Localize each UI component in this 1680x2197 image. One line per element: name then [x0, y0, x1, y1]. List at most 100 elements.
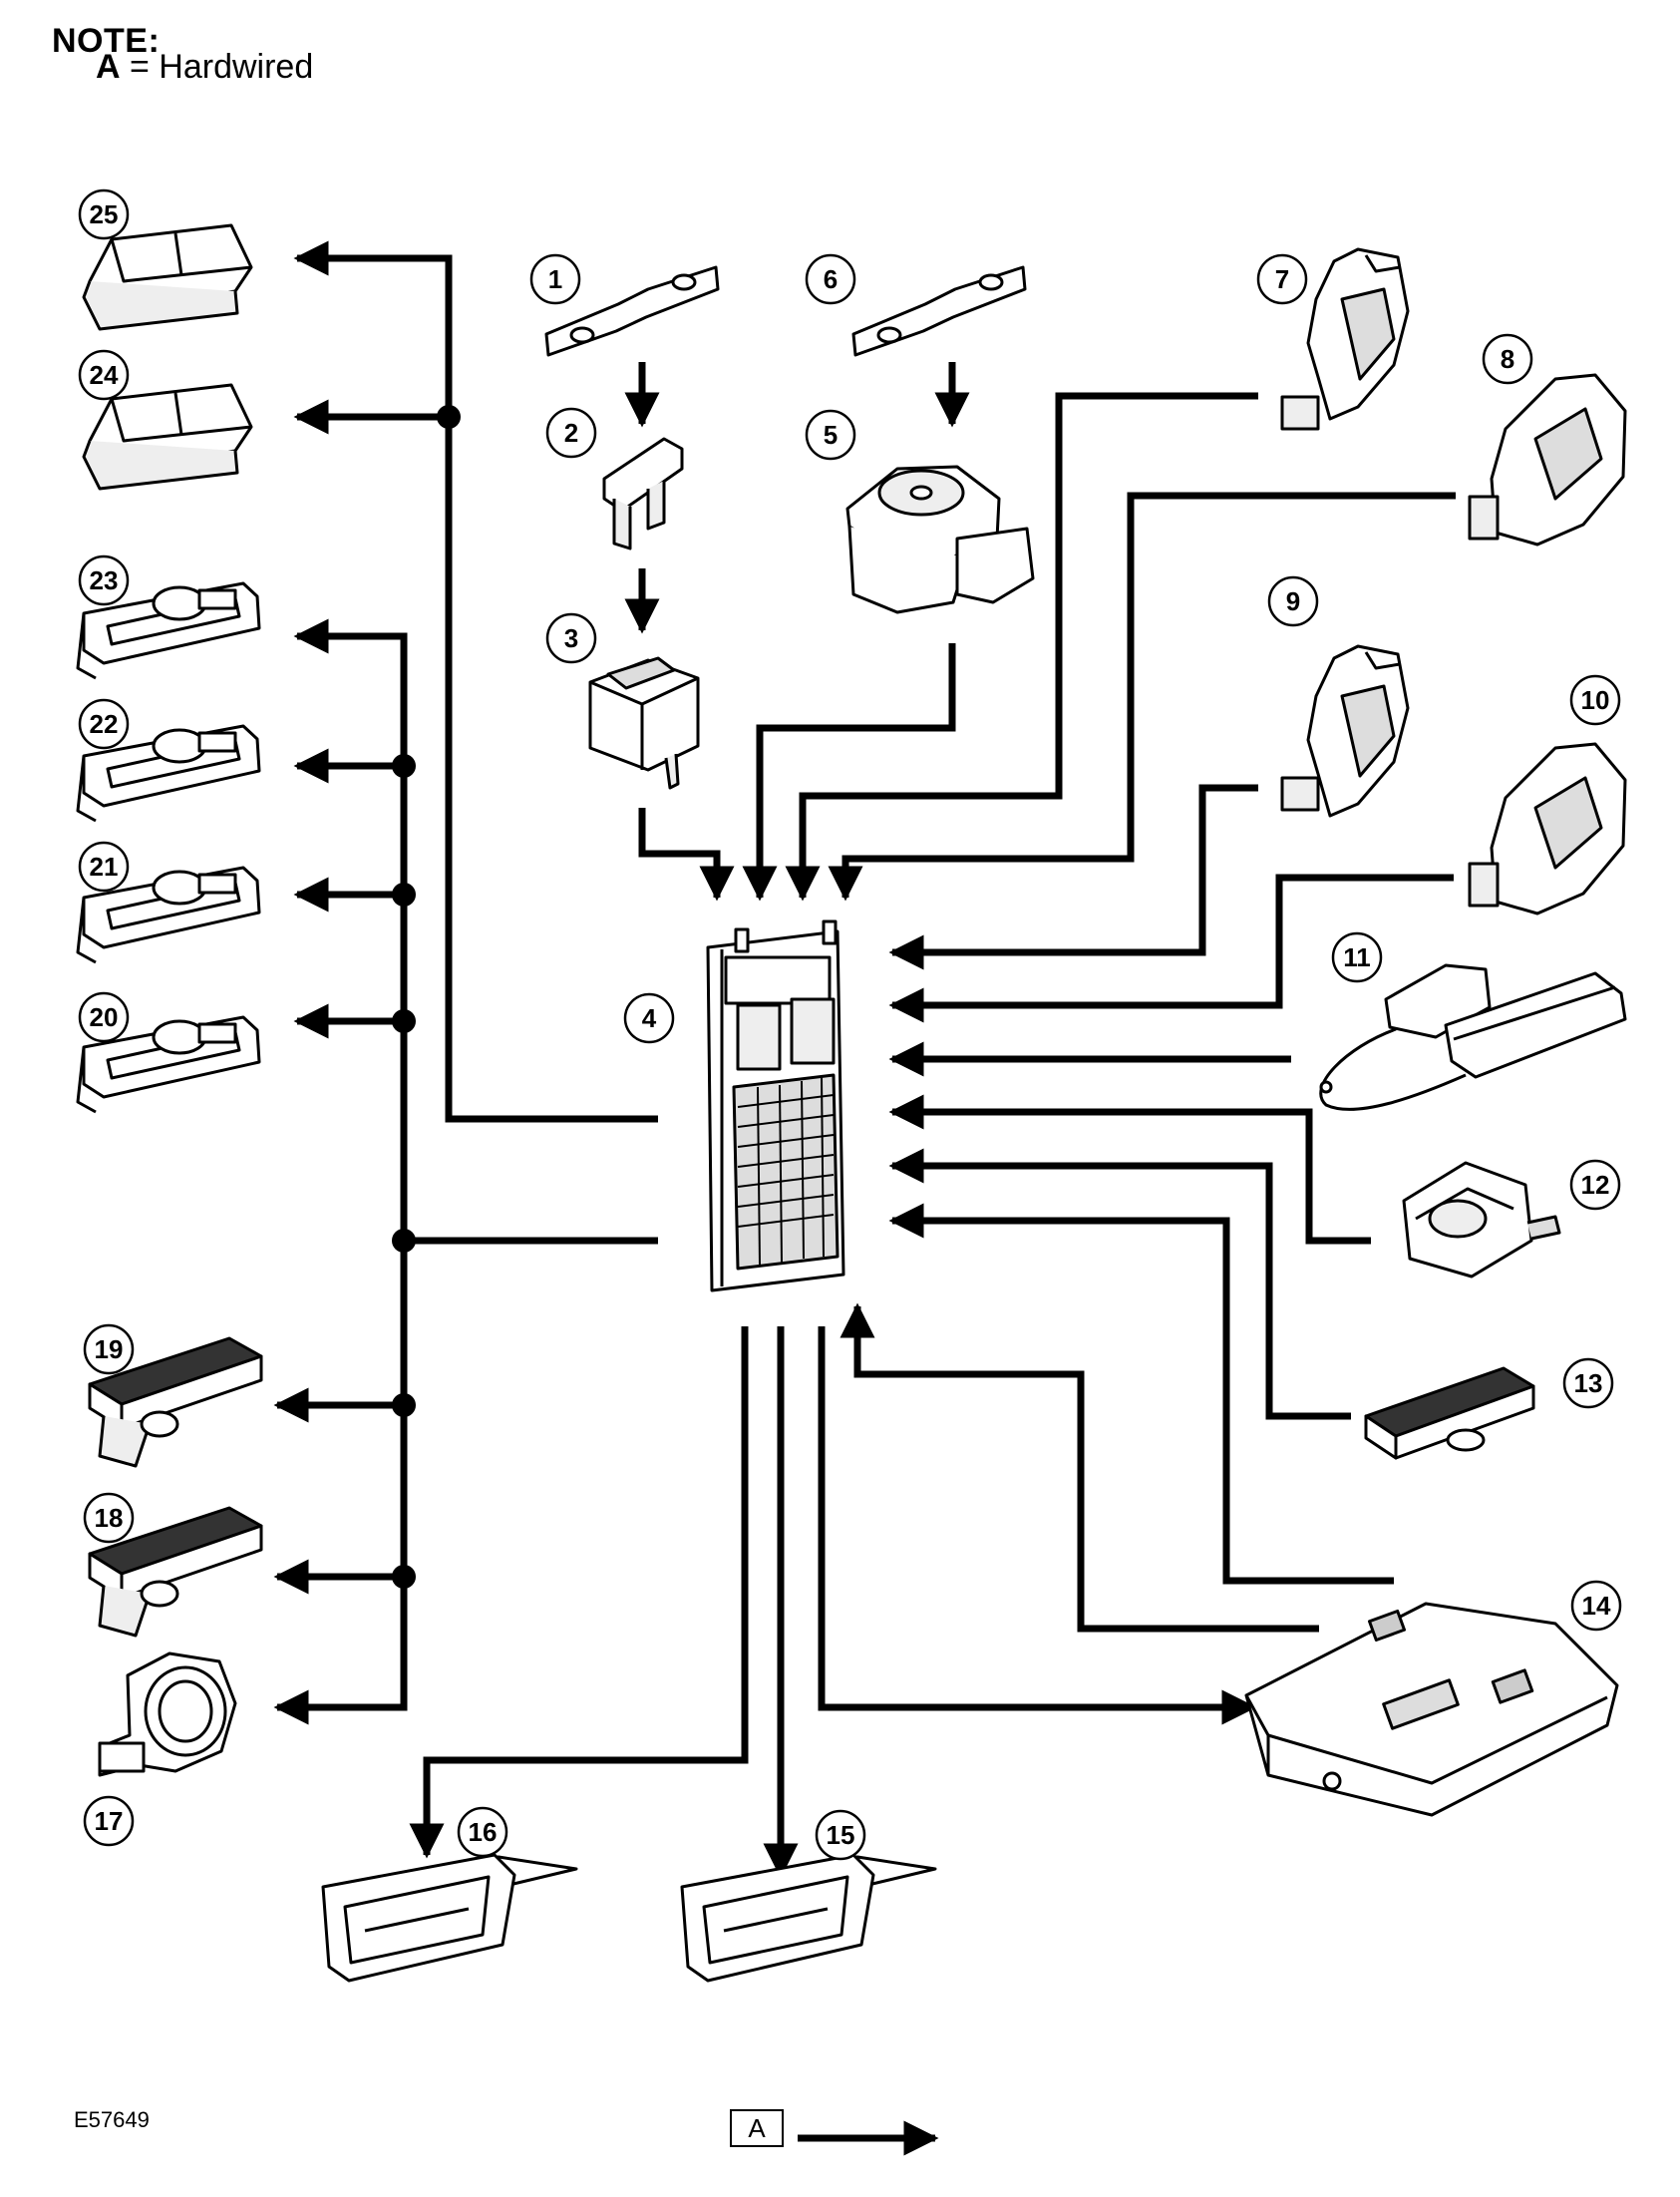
junction-dot [392, 883, 416, 907]
wire-13-4 [888, 1148, 1351, 1420]
callout-15: 15 [815, 1809, 866, 1861]
wires [273, 240, 1456, 2156]
note-key: A [96, 48, 121, 86]
vanity-lamp-16-drawing [321, 1853, 578, 1983]
bulb-holder-21-drawing [76, 866, 261, 964]
callout-18: 18 [83, 1492, 135, 1544]
callout-label: 19 [95, 1334, 124, 1364]
callout-11: 11 [1331, 931, 1383, 983]
door-latch-7-drawing [1280, 247, 1410, 431]
wire-4-14 [818, 1326, 1257, 1725]
callout-6: 6 [805, 253, 856, 305]
junction-dot [392, 1009, 416, 1033]
callout-25: 25 [78, 188, 130, 240]
wire-4-16 [409, 1326, 749, 1859]
callout-label: 16 [469, 1817, 498, 1847]
callout-label: 22 [90, 709, 119, 739]
callout-label: 13 [1574, 1368, 1603, 1398]
callout-9: 9 [1267, 575, 1319, 627]
callout-4: 4 [623, 992, 675, 1044]
wire-to-17 [273, 1241, 408, 1725]
junction-box-4-drawing [706, 919, 845, 1292]
overhead-console-14-drawing [1244, 1602, 1619, 1817]
relay-3-drawing [588, 656, 700, 790]
callout-7: 7 [1256, 253, 1308, 305]
actuator-11-drawing [1319, 963, 1627, 1111]
callout-12: 12 [1569, 1159, 1621, 1211]
callout-5: 5 [805, 409, 856, 461]
callout-label: 5 [824, 420, 838, 450]
callout-label: 3 [564, 623, 578, 653]
callout-3: 3 [545, 612, 597, 664]
junctions [392, 405, 461, 1589]
callout-10: 10 [1569, 674, 1621, 726]
grille-lamp-13-drawing [1364, 1366, 1535, 1460]
callout-label: 15 [827, 1820, 855, 1850]
callout-label: 11 [1343, 942, 1371, 972]
wire-7-4 [785, 392, 1258, 902]
callout-label: 4 [642, 1003, 657, 1033]
wire-10-4 [888, 874, 1454, 1023]
lamp-housing-24-drawing [82, 383, 253, 491]
note-block: NOTE: [52, 22, 160, 61]
junction-dot [392, 1229, 416, 1253]
callout-label: 6 [824, 264, 838, 294]
callout-14: 14 [1570, 1580, 1622, 1632]
grille-lamp-18-drawing [88, 1506, 263, 1638]
rear-latch-10-drawing [1468, 742, 1627, 915]
callout-label: 7 [1275, 264, 1289, 294]
callout-22: 22 [78, 698, 130, 750]
note-title: NOTE: [52, 22, 161, 60]
junction-dot [437, 405, 461, 429]
callout-label: 12 [1581, 1170, 1610, 1200]
callout-2: 2 [545, 407, 597, 459]
wire-to-23 [293, 618, 658, 1245]
callout-16: 16 [457, 1806, 508, 1858]
note-text: = Hardwired [120, 48, 314, 86]
components [76, 223, 1627, 1983]
rear-latch-8-drawing [1468, 373, 1627, 547]
fusible-link-1-drawing [544, 265, 720, 357]
figure-id: E57649 [74, 2107, 150, 2132]
junction-dot [392, 1565, 416, 1589]
note-legend-line: A = Hardwired [96, 48, 313, 87]
callout-label: 8 [1501, 344, 1514, 374]
callout-19: 19 [83, 1323, 135, 1375]
fusible-link-6-drawing [851, 265, 1027, 357]
grille-lamp-19-drawing [88, 1336, 263, 1468]
callout-label: 2 [564, 418, 578, 448]
callout-13: 13 [1562, 1357, 1614, 1409]
callout-label: 25 [90, 199, 119, 229]
callout-label: 21 [90, 852, 119, 882]
wire-14b-4 [840, 1302, 1319, 1633]
callout-label: 23 [90, 565, 119, 595]
bulb-holder-22-drawing [76, 724, 261, 823]
ring-illumination-17-drawing [98, 1651, 237, 1777]
callout-21: 21 [78, 841, 130, 893]
callout-24: 24 [78, 349, 130, 401]
legend: A [730, 2109, 790, 2157]
ignition-switch-5-drawing [845, 465, 1035, 614]
callout-23: 23 [78, 554, 130, 606]
callouts: 1 2 3 4 5 6 7 8 9 10 11 12 13 14 15 16 1… [78, 188, 1622, 1861]
callout-20: 20 [78, 991, 130, 1043]
junction-dot [392, 1393, 416, 1417]
bulb-holder-20-drawing [76, 1015, 261, 1114]
junction-dot [392, 754, 416, 778]
wire-to-25 [293, 240, 658, 1123]
legend-box: A [730, 2109, 784, 2147]
vanity-lamp-15-drawing [680, 1853, 937, 1983]
door-latch-9-drawing [1280, 644, 1410, 818]
wire-12-4 [888, 1094, 1371, 1245]
lamp-housing-25-drawing [82, 223, 253, 331]
callout-label: 10 [1581, 685, 1610, 715]
callout-label: 17 [95, 1806, 124, 1836]
callout-1: 1 [529, 253, 581, 305]
callout-label: 24 [90, 360, 119, 390]
callout-label: 20 [90, 1002, 119, 1032]
callout-label: 9 [1286, 586, 1300, 616]
callout-label: 14 [1582, 1591, 1611, 1621]
wire-8-4 [828, 492, 1456, 902]
callout-label: 18 [95, 1503, 124, 1533]
